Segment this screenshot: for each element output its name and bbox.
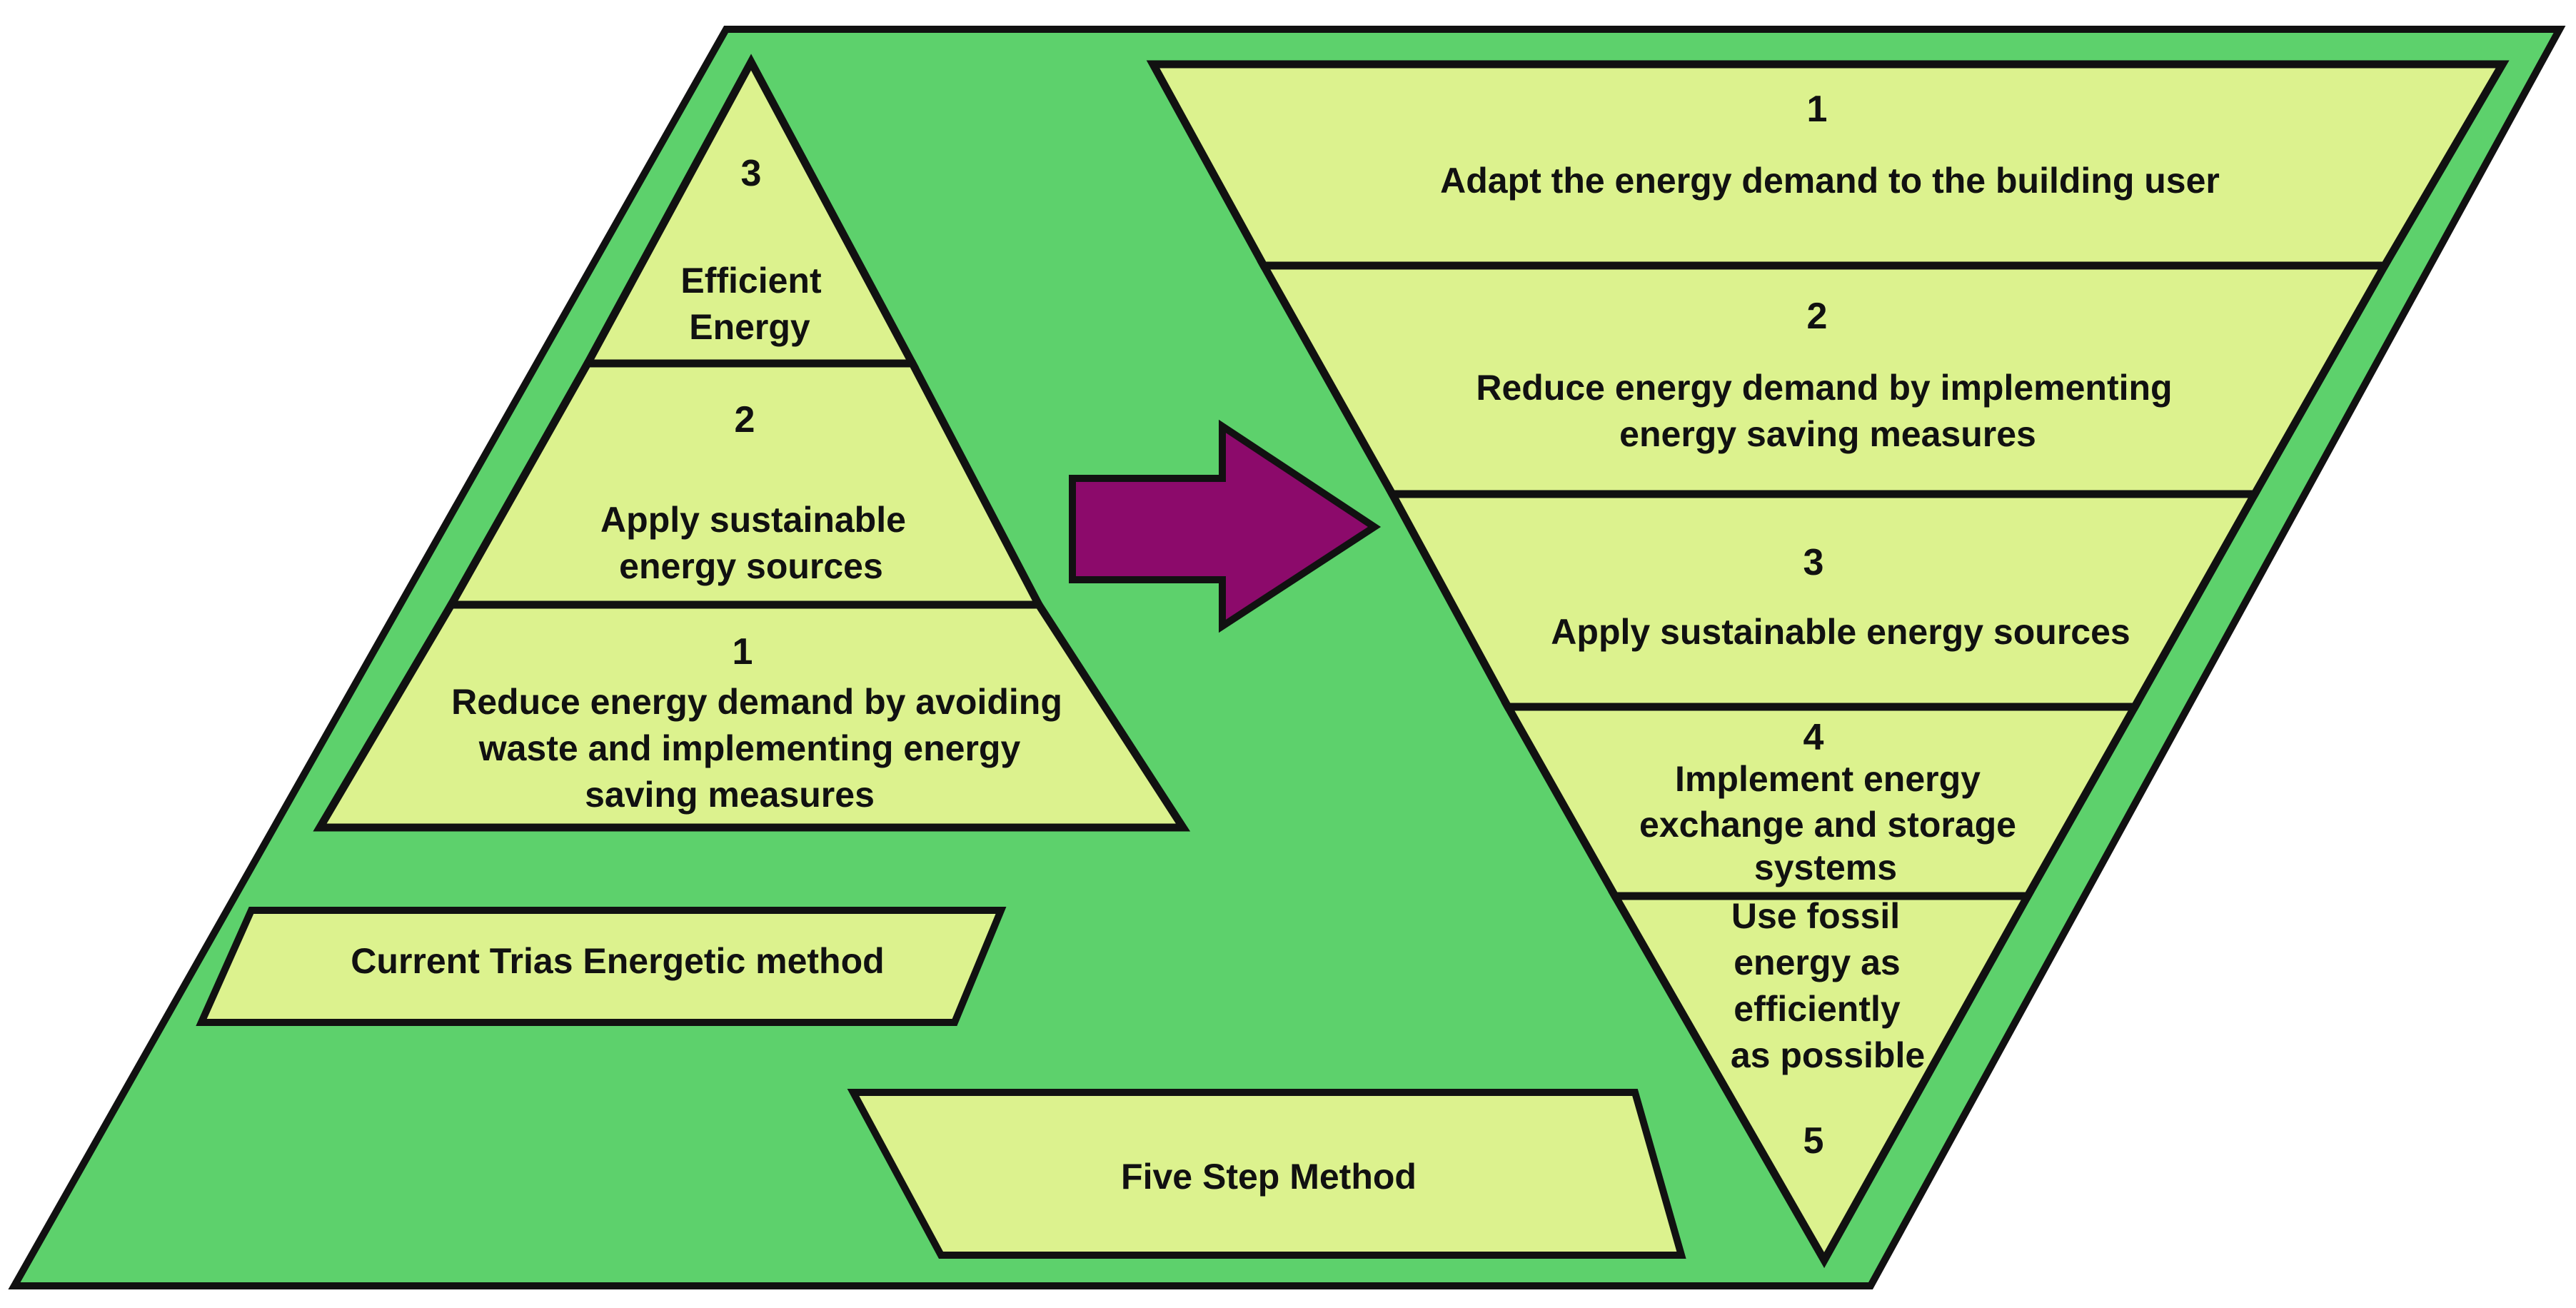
pyramid-level-1-line-3: saving measures (585, 775, 875, 815)
five-step-level-3-number: 3 (1803, 542, 1824, 583)
five-step-level-4-line-1: Implement energy (1675, 759, 1981, 799)
right-arrow-icon (1069, 419, 1382, 633)
trias-caption-plate (196, 907, 1007, 1026)
pyramid-level-3-number: 3 (741, 153, 762, 194)
pyramid-level-3-line-2: Energy (689, 307, 810, 347)
five-step-level-5-line-3: efficiently (1734, 989, 1901, 1029)
five-step-caption: Five Step Method (847, 1089, 1686, 1259)
five-step-level-5 (1608, 892, 2035, 1269)
five-step-level-5-line-2: energy as (1734, 942, 1900, 982)
five-step-level-5-line-4: as possible (1731, 1035, 1925, 1075)
pyramid-level-1-line-1: Reduce energy demand by avoiding (451, 682, 1062, 722)
five-step-level-2-line-1: Reduce energy demand by implementing (1476, 368, 2172, 408)
trias-pyramid: 3 Efficient Energy 2 Apply sustainable e… (313, 54, 1191, 832)
trias-caption-text: Current Trias Energetic method (351, 941, 884, 981)
pyramid-level-2-line-1: Apply sustainable (600, 500, 906, 540)
five-step-level-2-number: 2 (1807, 296, 1828, 337)
five-step-pyramid: 1 Adapt the energy demand to the buildin… (1146, 60, 2510, 1269)
five-step-level-5-line-1: Use fossil (1731, 896, 1900, 936)
pyramid-level-1-number: 1 (733, 631, 753, 673)
five-step-level-3-line-1: Apply sustainable energy sources (1551, 612, 2130, 652)
pyramid-level-3-line-1: Efficient (680, 261, 822, 301)
five-step-caption-plate (847, 1089, 1686, 1259)
five-step-level-3 (1385, 490, 2262, 711)
pyramid-level-2-number: 2 (735, 399, 755, 441)
five-step-level-4-line-2: exchange and storage (1639, 805, 2016, 845)
five-step-level-1-number: 1 (1807, 89, 1828, 130)
five-step-level-4-line-3: systems (1754, 847, 1897, 887)
five-step-level-4-number: 4 (1803, 717, 1824, 758)
five-step-caption-text: Five Step Method (1121, 1157, 1417, 1197)
five-step-level-1-line-1: Adapt the energy demand to the building … (1440, 161, 2220, 201)
pyramid-level-1 (313, 600, 1191, 832)
five-step-level-5-number: 5 (1803, 1120, 1824, 1162)
pyramid-level-2-line-2: energy sources (619, 546, 883, 586)
five-step-level-2-line-2: energy saving measures (1619, 414, 2036, 454)
pyramid-level-1-line-2: waste and implementing energy (478, 728, 1021, 768)
trias-caption: Current Trias Energetic method (196, 907, 1007, 1026)
